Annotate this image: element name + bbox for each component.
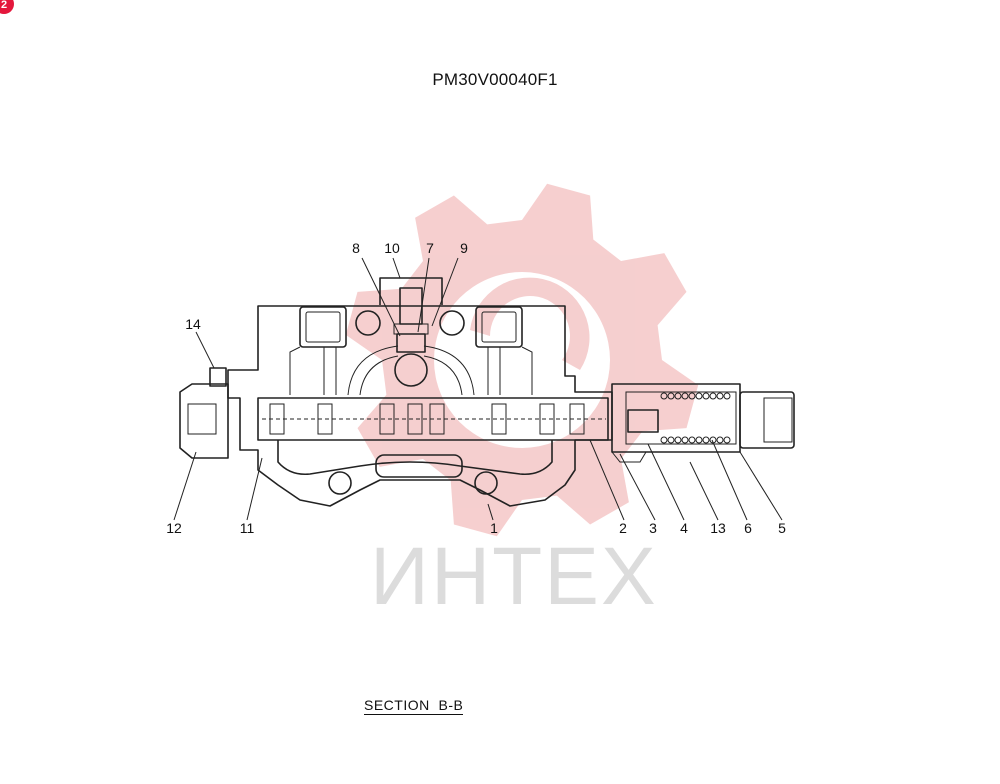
spring-coil [723,392,731,400]
spring-coils [660,392,731,444]
spring-coil [716,436,724,444]
callout-9: 9 [460,240,468,256]
callout-3: 3 [649,520,657,536]
spring-coil [709,392,717,400]
spring-coil [695,436,703,444]
left-cap [179,383,229,459]
spring-coil [723,436,731,444]
spool-land [379,403,395,435]
spring-coil [667,392,675,400]
callout-12: 12 [166,520,182,536]
bolt-hole [328,471,352,495]
callout-10: 10 [384,240,400,256]
section-label: SECTION B-B [364,697,464,715]
bolt-hole [355,310,381,336]
port-left [299,306,347,348]
spring-seat-bolt [627,409,659,433]
watermark-text: ИНТЕХ [370,531,658,622]
callout-5: 5 [778,520,786,536]
body-outline [227,305,613,507]
bolt-hole [439,310,465,336]
spring-coil [681,392,689,400]
drawing-code: PM30V00040F1 [432,70,558,89]
spring-coil [702,392,710,400]
callout-4: 4 [680,520,688,536]
spring-coil [674,392,682,400]
callout-2: 2 [619,520,627,536]
bolt-hole [474,471,498,495]
spring-coil [688,436,696,444]
check-valve-ball [394,353,428,387]
valve-body [179,277,795,507]
callout-labels: 8 10 7 9 14 12 11 1 2 3 4 13 6 5 [166,240,786,536]
check-valve-plug [379,277,443,305]
callout-7: 7 [426,240,434,256]
spring-coil [695,392,703,400]
callout-14: 14 [185,316,201,332]
spool-land [491,403,507,435]
spring-coil [674,436,682,444]
spool-land [539,403,555,435]
callout-13: 13 [710,520,726,536]
spool-bore [257,397,609,441]
spool [262,403,606,435]
plug-14 [209,367,227,387]
spring-coil [667,436,675,444]
callout-8: 8 [352,240,360,256]
callout-1: 1 [490,520,498,536]
right-cap [739,391,795,449]
spring-coil [660,392,668,400]
callout-6: 6 [744,520,752,536]
spring-coil [716,392,724,400]
page-number-badge: 2 [0,0,14,14]
spring-coil [702,436,710,444]
spool-land [407,403,423,435]
port-right [475,306,523,348]
watermark-gear-icon [345,183,699,537]
callout-11: 11 [240,520,255,536]
spring-coil [688,392,696,400]
check-valve-seat [396,333,426,353]
leader-lines [173,257,783,521]
spring-coil [660,436,668,444]
spring-coil [681,436,689,444]
